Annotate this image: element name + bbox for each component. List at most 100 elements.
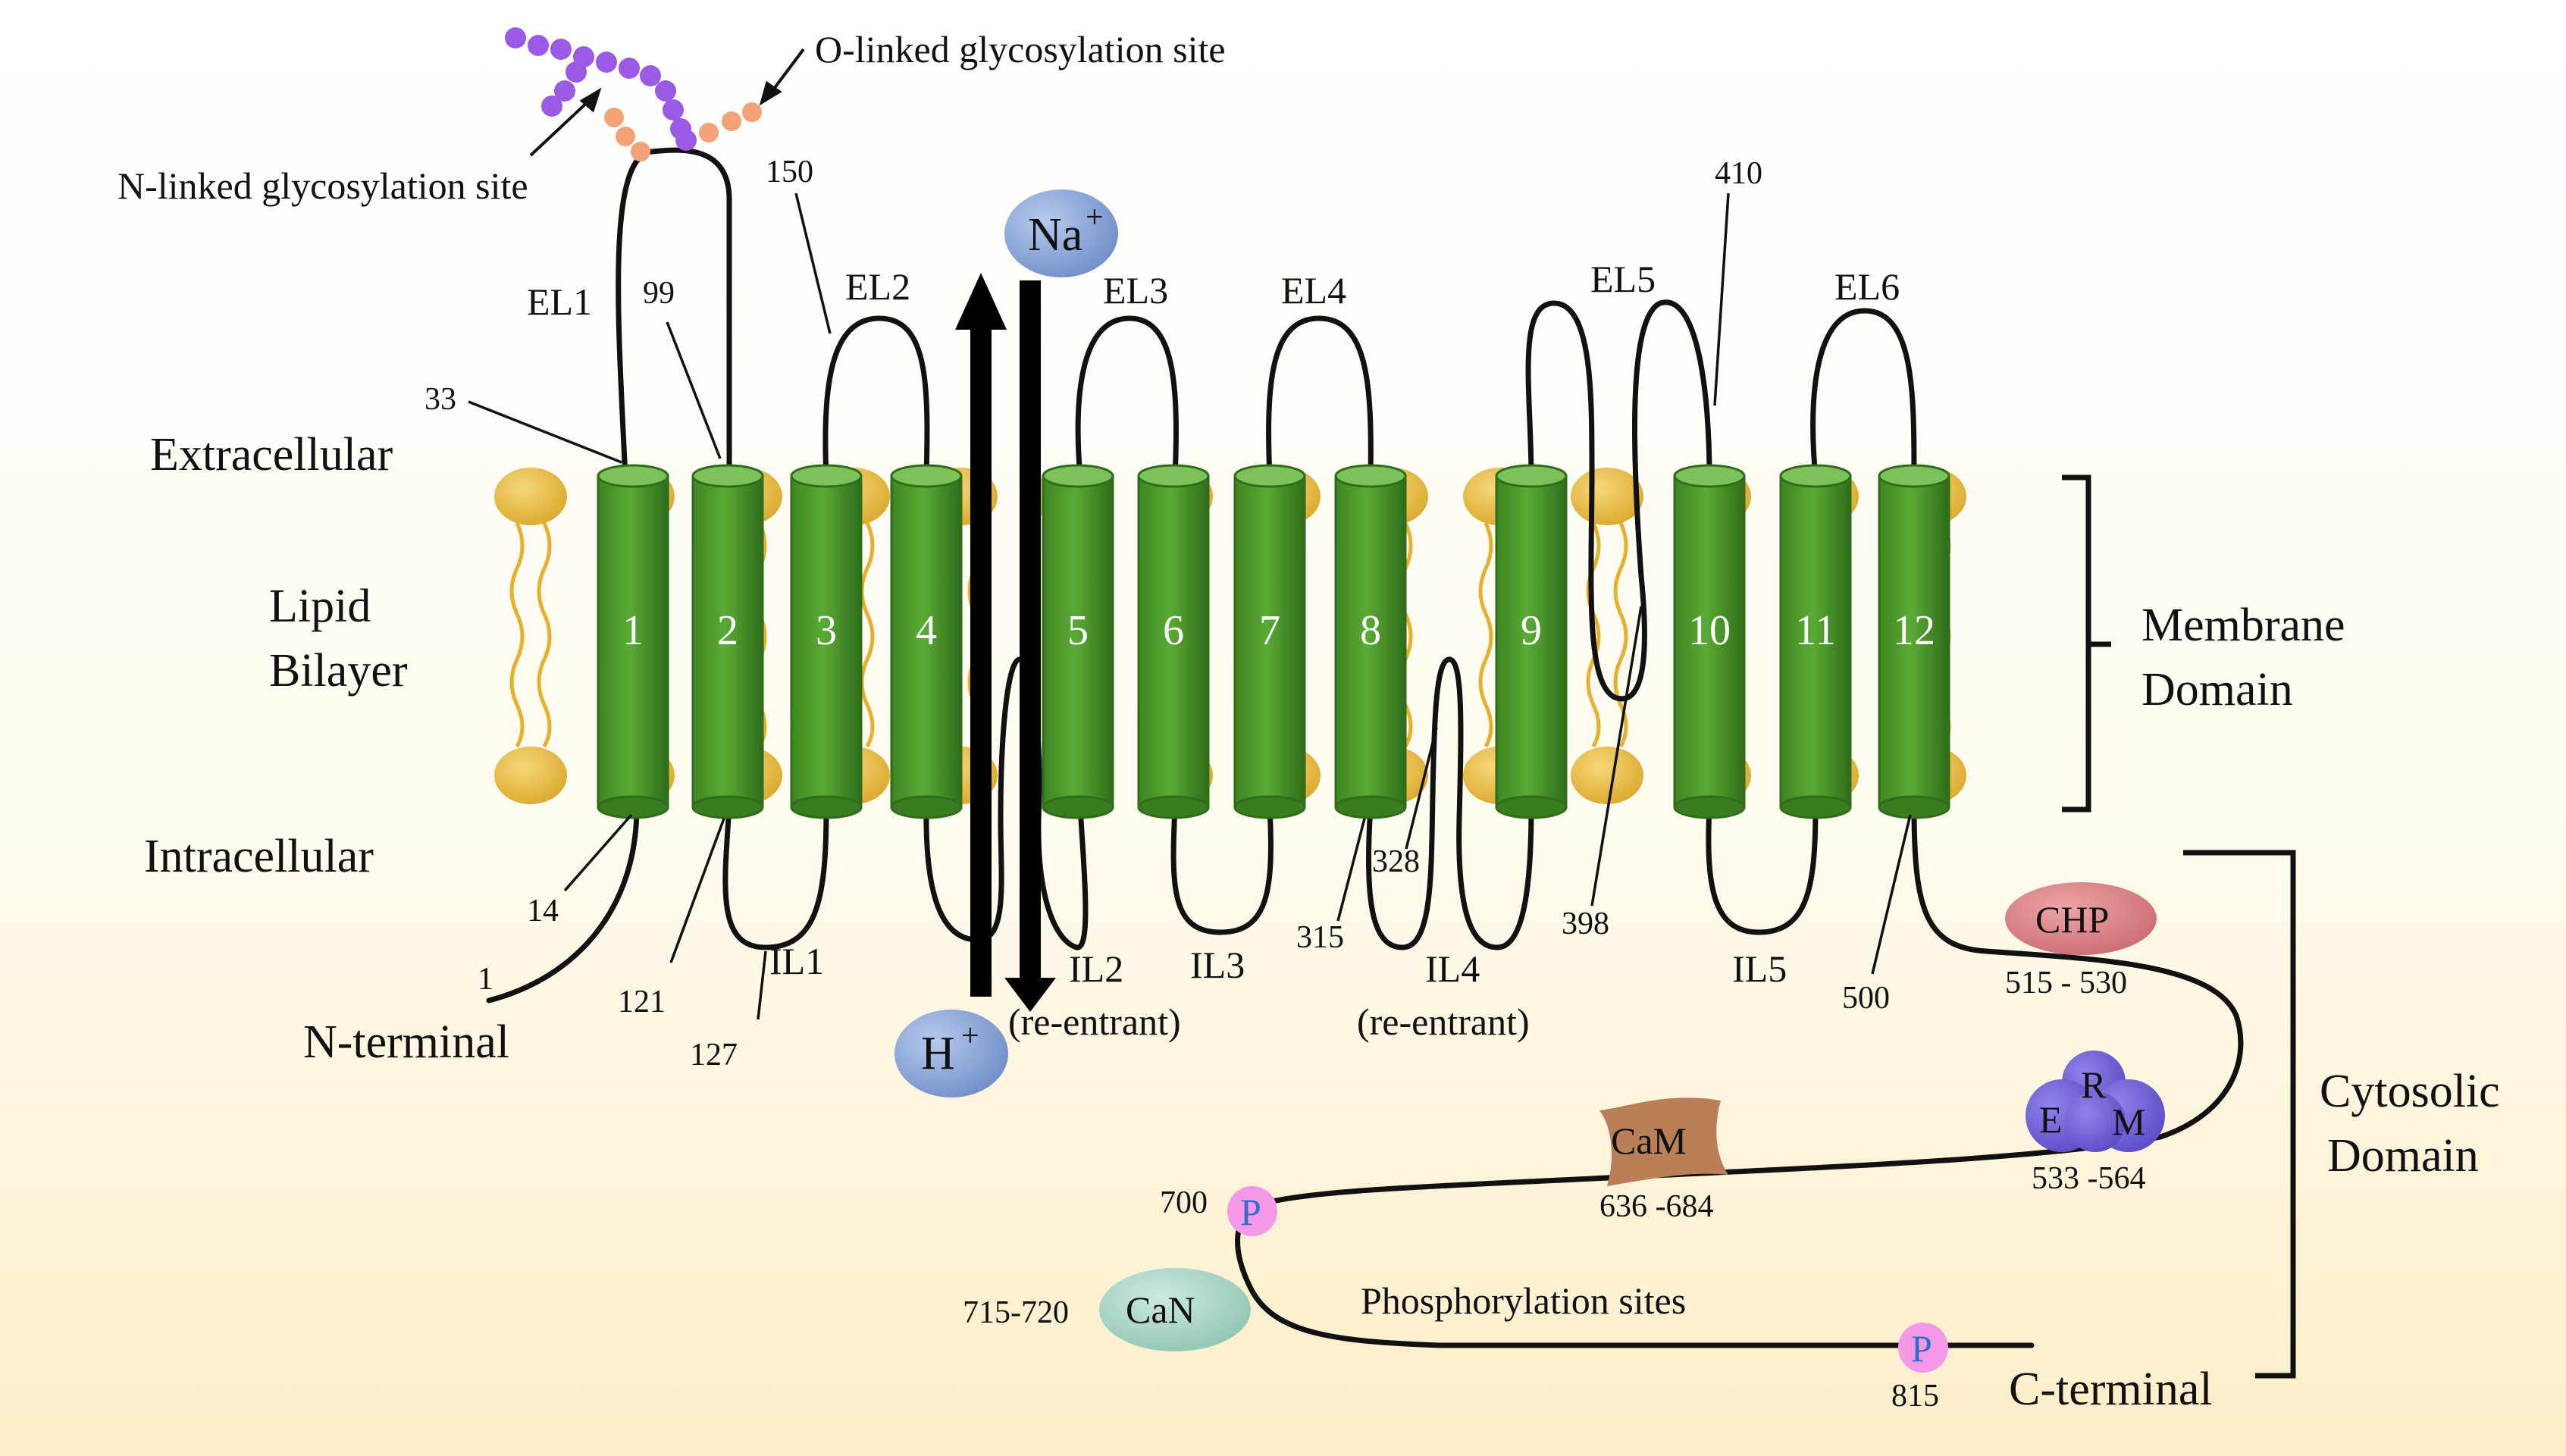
residue-14: 14 (527, 894, 559, 928)
lipid-head (494, 747, 567, 804)
residue-815: 815 (1891, 1379, 1939, 1414)
helix-label: 4 (916, 607, 937, 654)
lipid-head (1571, 747, 1643, 804)
n-glycan-residue (655, 80, 676, 102)
chp-binding-site: CHP (2005, 882, 2157, 955)
helix-label: 8 (1360, 607, 1381, 654)
loop-il4: IL4 (1425, 947, 1480, 990)
phospho-site-700: P (1227, 1186, 1277, 1236)
residue-500: 500 (1842, 981, 1890, 1016)
helix-11: 11 (1779, 464, 1852, 819)
bilayer-label: Bilayer (269, 645, 408, 697)
n-glycan-residue (619, 58, 640, 79)
phosphorylation-label: Phosphorylation sites (1361, 1279, 1686, 1322)
helix-label: 5 (1067, 607, 1089, 654)
helix-8: 8 (1334, 464, 1407, 819)
cam-binding-site: CaM (1599, 1097, 1728, 1186)
helix-7: 7 (1233, 464, 1306, 819)
n-glycan-residue (541, 96, 562, 117)
lipid-tail (537, 521, 552, 748)
membrane-domain-bracket (2062, 474, 2111, 813)
residue-315: 315 (1296, 920, 1344, 955)
helix-12: 12 (1878, 464, 1950, 819)
loop-il2-reentrant: (re-entrant) (1008, 1000, 1181, 1043)
o-glycan-residue (604, 108, 624, 127)
residue-150: 150 (766, 155, 813, 189)
residue-leader-lines (468, 193, 1912, 1020)
helix-4: 4 (890, 464, 963, 819)
lipid-label: Lipid (269, 581, 371, 632)
residue-99: 99 (643, 276, 675, 311)
residue-127: 127 (690, 1038, 738, 1072)
c-terminal-label: C-terminal (2009, 1364, 2213, 1415)
lipid-tail (1478, 521, 1493, 748)
erm-range: 533 -564 (2032, 1161, 2146, 1196)
svg-text:+: + (1086, 200, 1104, 235)
residue-398: 398 (1562, 906, 1609, 941)
svg-text:+: + (961, 1019, 979, 1054)
cytosolic-domain-label: Cytosolic (2320, 1066, 2500, 1117)
membrane-domain-label-2: Domain (2141, 664, 2293, 715)
helix-label: 7 (1259, 607, 1280, 654)
o-glycan-residue (722, 111, 741, 131)
o-glycan-residue (616, 127, 635, 146)
n-glycan-residue (505, 27, 526, 49)
n-linked-label: N-linked glycosylation site (117, 164, 528, 207)
helix-label: 3 (816, 607, 837, 654)
lipid-tail (1613, 521, 1628, 748)
n-glycan-residue (554, 80, 575, 102)
lipid-tail (509, 521, 525, 748)
n-glycan-residue (663, 99, 684, 121)
loop-el6: EL6 (1834, 265, 1900, 308)
cytosolic-domain-label-2: Domain (2327, 1130, 2479, 1182)
loop-el4: EL4 (1281, 269, 1346, 312)
lipid-head (1571, 468, 1643, 525)
n-glycan-residue (675, 130, 697, 151)
loop-il5: IL5 (1732, 947, 1787, 990)
loop-el5: EL5 (1590, 258, 1656, 300)
phospho-site-815: P (1898, 1323, 1948, 1373)
residue-1: 1 (478, 962, 493, 997)
n-terminal-label: N-terminal (303, 1016, 509, 1068)
svg-text:P: P (1911, 1327, 1932, 1370)
o-glycan-residue (742, 102, 762, 122)
lipid-tail (1586, 521, 1601, 748)
svg-text:CaM: CaM (1611, 1119, 1687, 1162)
loop-il3: IL3 (1190, 944, 1245, 986)
loop-el1: EL1 (527, 280, 592, 323)
residue-700: 700 (1160, 1185, 1208, 1220)
helix-label: 10 (1688, 607, 1731, 654)
cytosolic-domain-bracket (2183, 850, 2296, 1379)
helix-label: 2 (717, 607, 738, 654)
membrane-domain-label: Membrane (2141, 600, 2345, 651)
helix-5: 5 (1042, 464, 1114, 819)
residue-33: 33 (425, 382, 456, 417)
helix-9: 9 (1495, 464, 1568, 819)
n-glycan-residue (566, 61, 587, 83)
svg-text:CHP: CHP (2035, 898, 2109, 941)
ion-transport-arrows (955, 273, 1056, 1012)
cam-range: 636 -684 (1599, 1189, 1714, 1224)
svg-text:M: M (2112, 1101, 2145, 1143)
loop-il1: IL1 (769, 940, 824, 982)
lipid-tail (860, 521, 875, 748)
erm-binding-site: E R M (2026, 1051, 2165, 1152)
residue-410: 410 (1715, 156, 1762, 191)
glycosylation-arrows (529, 48, 805, 157)
o-glycan-residue (699, 123, 719, 142)
lipid-head (494, 468, 567, 525)
chp-range: 515 - 530 (2005, 966, 2127, 1000)
n-glycan-residue (596, 52, 617, 73)
intracellular-label: Intracellular (144, 831, 374, 882)
helix-1: 1 (597, 464, 669, 819)
residue-121: 121 (618, 985, 666, 1019)
loop-el3: EL3 (1103, 269, 1168, 312)
can-binding-site: CaN (1099, 1268, 1251, 1351)
na-ion: Na + (1004, 189, 1118, 277)
svg-text:R: R (2081, 1063, 2107, 1106)
svg-text:CaN: CaN (1126, 1288, 1195, 1331)
o-linked-label: O-linked glycosylation site (815, 28, 1226, 70)
h-ion: H + (894, 1010, 1008, 1097)
helix-10: 10 (1673, 464, 1746, 819)
